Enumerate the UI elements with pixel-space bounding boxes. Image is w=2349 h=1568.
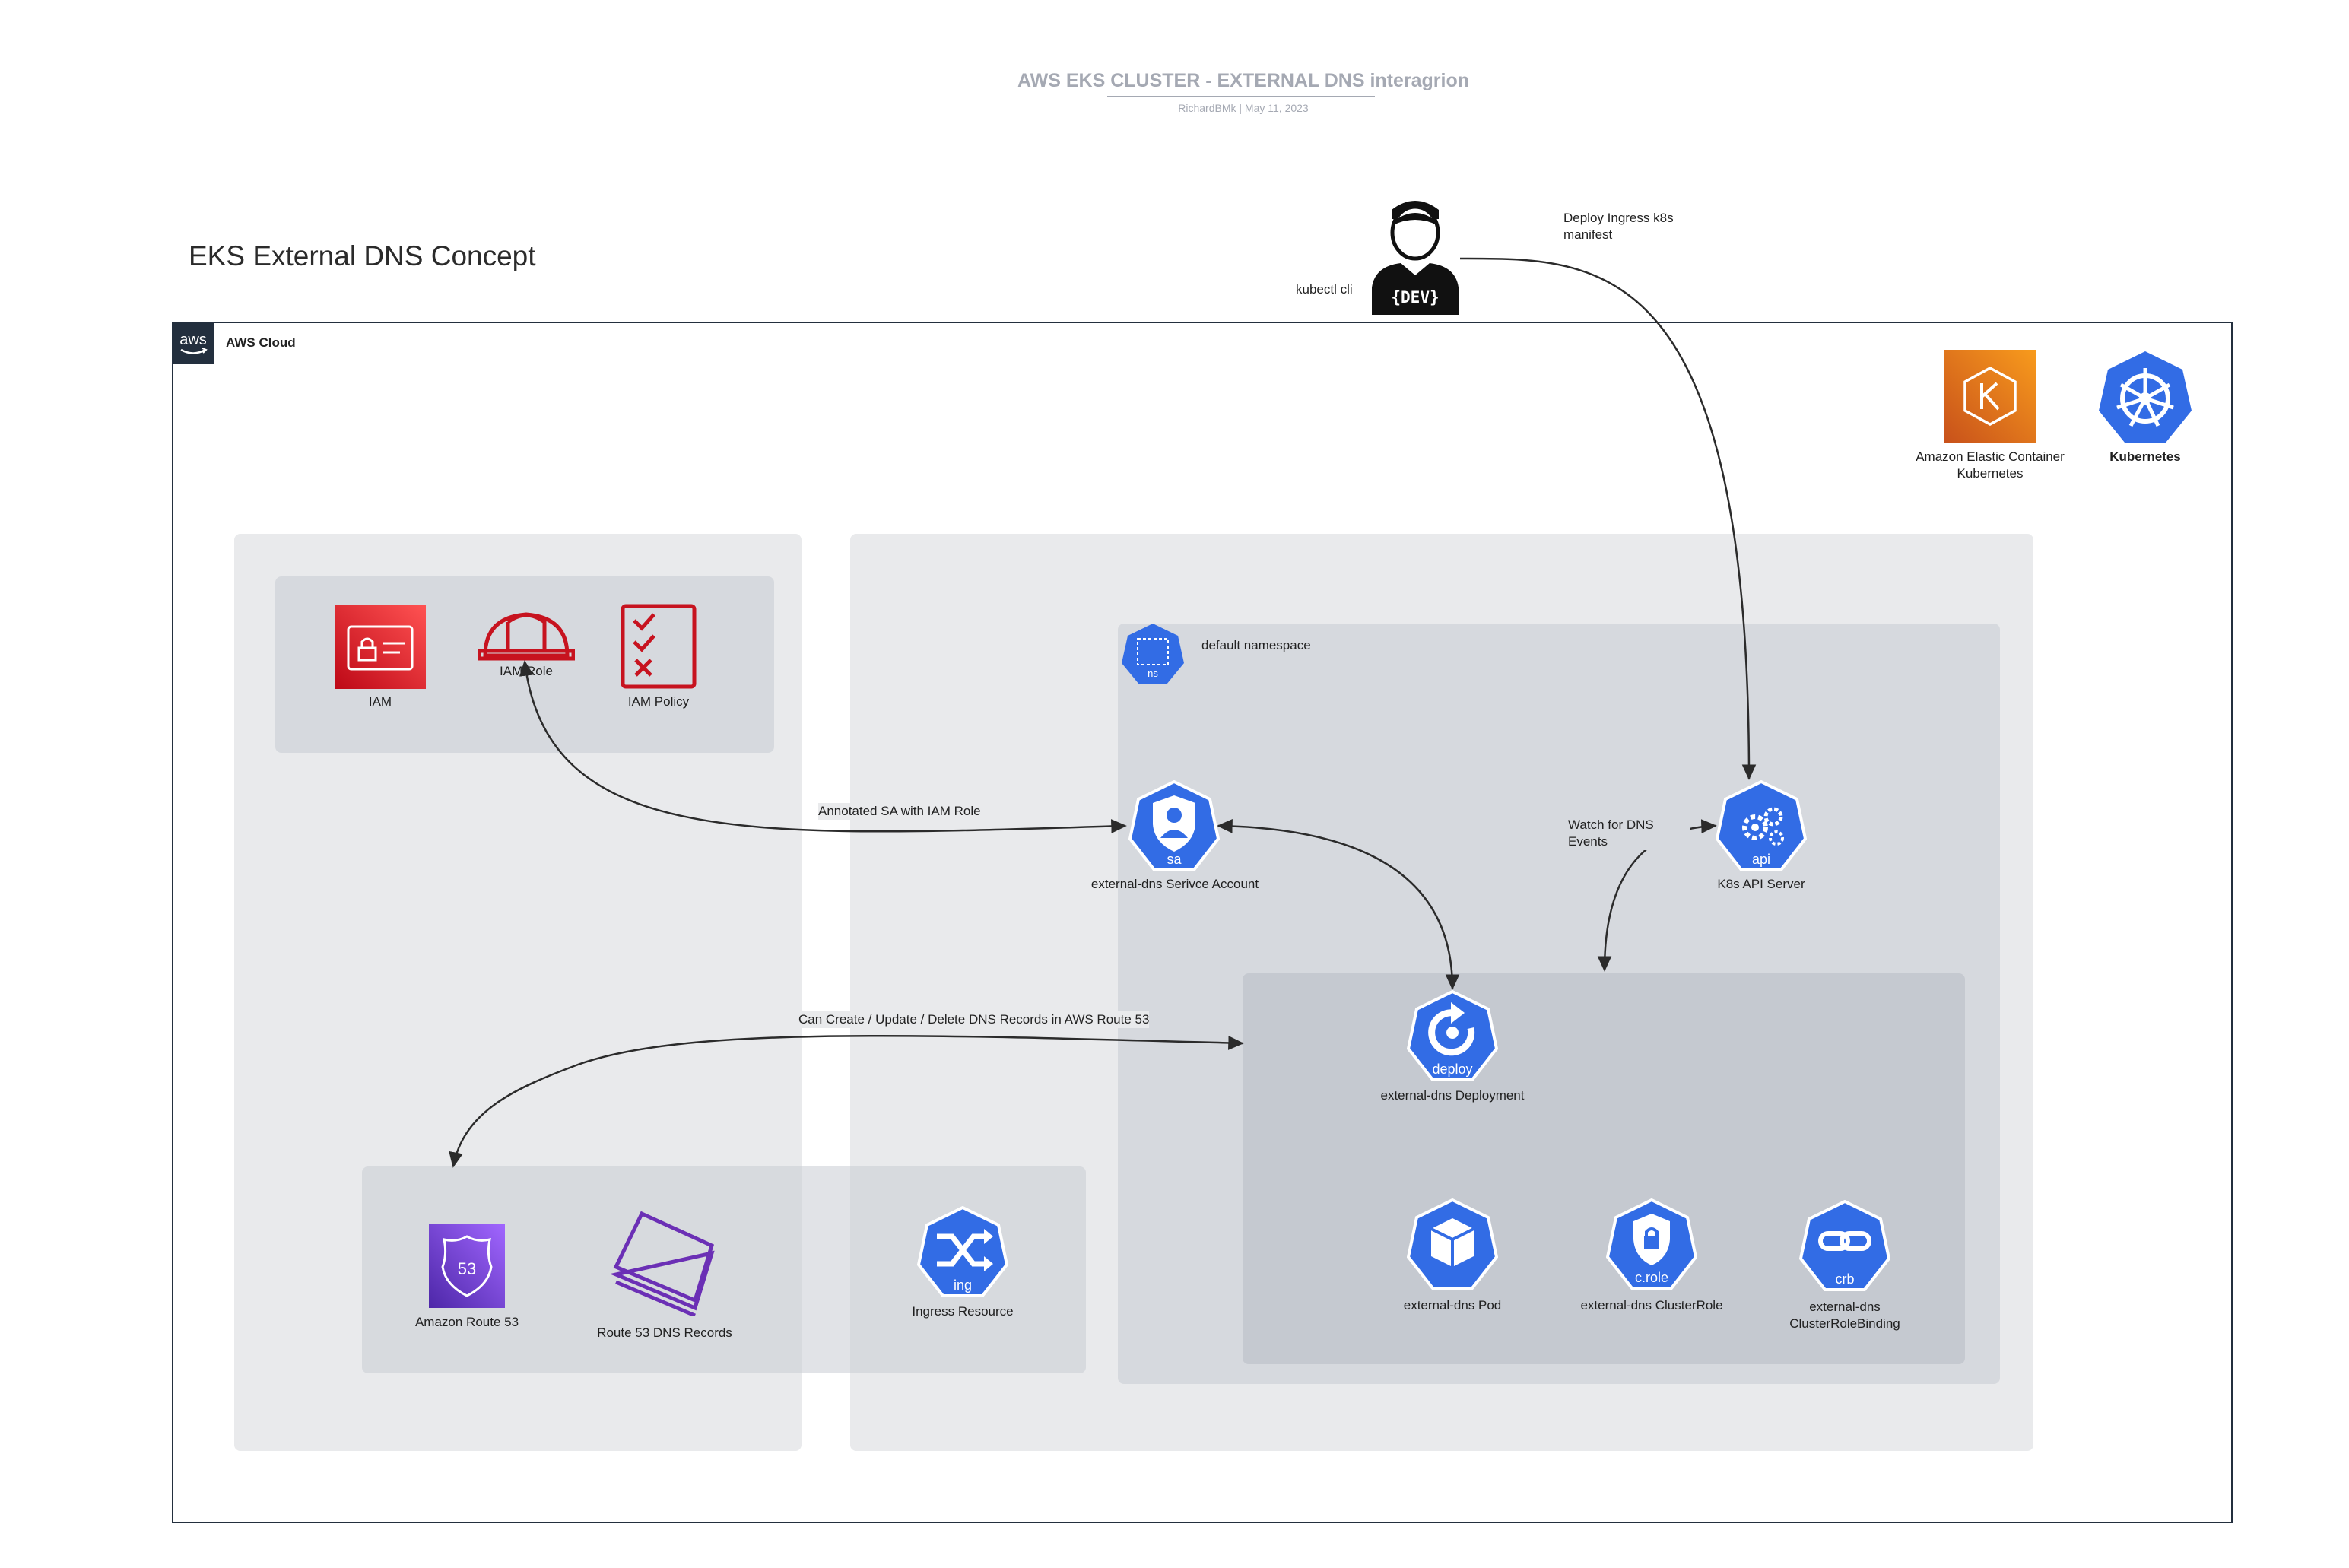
- iam-label: IAM: [368, 694, 392, 709]
- service-account-icon: sa: [1128, 779, 1221, 875]
- edge-iam-role-to-sa: [519, 660, 1127, 833]
- dev-badge-text: {DEV}: [1391, 288, 1439, 306]
- dns-records-icon: [609, 1209, 718, 1319]
- crb-badge-text: crb: [1835, 1271, 1854, 1287]
- dns-records-label: Route 53 DNS Records: [597, 1325, 732, 1340]
- kubernetes-label: Kubernetes: [2109, 449, 2181, 464]
- aws-cloud-label: AWS Cloud: [226, 335, 296, 350]
- ing-badge-text: ing: [954, 1278, 972, 1293]
- diagram-subtitle: RichardBMk | May 11, 2023: [1178, 102, 1309, 114]
- aws-logo-icon: aws: [172, 322, 214, 364]
- deploy-badge-text: deploy: [1432, 1062, 1472, 1077]
- edge-label-annotated-sa: Annotated SA with IAM Role: [818, 803, 986, 820]
- developer-icon: {DEV}: [1366, 196, 1465, 319]
- edge-dev-to-api: [1459, 257, 1757, 780]
- kubectl-cli-label: kubectl cli: [1296, 282, 1353, 297]
- route53-badge-text: 53: [458, 1259, 476, 1278]
- concept-title: EKS External DNS Concept: [189, 240, 536, 271]
- edge-label-crud-dns: Can Create / Update / Delete DNS Records…: [798, 1011, 1150, 1028]
- namespace-label: default namespace: [1201, 638, 1311, 652]
- ns-badge-text: ns: [1148, 668, 1158, 679]
- iam-role-icon: [477, 608, 576, 665]
- api-server-label: K8s API Server: [1717, 877, 1805, 891]
- kubernetes-icon: [2097, 348, 2193, 448]
- crole-badge-text: c.role: [1635, 1270, 1668, 1285]
- route53-label: Amazon Route 53: [414, 1315, 519, 1329]
- edge-deployment-to-route53: [449, 1034, 1244, 1168]
- iam-icon: [335, 605, 426, 693]
- route53-icon: 53: [429, 1224, 505, 1312]
- aws-cloud-group: [172, 322, 2233, 1523]
- pod-icon: [1406, 1198, 1499, 1293]
- deploy-ingress-label: Deploy Ingress k8s manifest: [1563, 211, 1674, 242]
- sa-badge-text: sa: [1167, 852, 1182, 867]
- edge-label-watch-dns: Watch for DNS Events: [1568, 817, 1690, 850]
- pod-label: external-dns Pod: [1403, 1298, 1502, 1312]
- deployment-label: external-dns Deployment: [1380, 1088, 1525, 1103]
- namespace-icon: ns: [1121, 622, 1185, 690]
- cluster-role-icon: c.role: [1605, 1198, 1698, 1293]
- aws-badge-text: aws: [179, 332, 207, 348]
- cluster-role-binding-label: external-dns ClusterRoleBinding: [1789, 1300, 1900, 1331]
- ingress-icon: ing: [916, 1205, 1009, 1301]
- eks-icon: [1944, 350, 2036, 446]
- deployment-icon: deploy: [1406, 989, 1499, 1085]
- diagram-title: AWS EKS CLUSTER - EXTERNAL DNS interagri…: [1017, 70, 1470, 91]
- api-server-icon: api: [1715, 779, 1808, 875]
- ingress-label: Ingress Resource: [912, 1304, 1014, 1319]
- service-account-label: external-dns Serivce Account: [1090, 877, 1259, 891]
- api-badge-text: api: [1752, 852, 1770, 867]
- title-underline: [1107, 96, 1375, 97]
- cluster-role-label: external-dns ClusterRole: [1580, 1298, 1723, 1312]
- edge-sa-to-deploy: [1217, 818, 1460, 990]
- deployment-group-panel: [1243, 973, 1965, 1364]
- eks-label: Amazon Elastic Container Kubernetes: [1916, 449, 2065, 481]
- cluster-role-binding-icon: crb: [1798, 1199, 1891, 1295]
